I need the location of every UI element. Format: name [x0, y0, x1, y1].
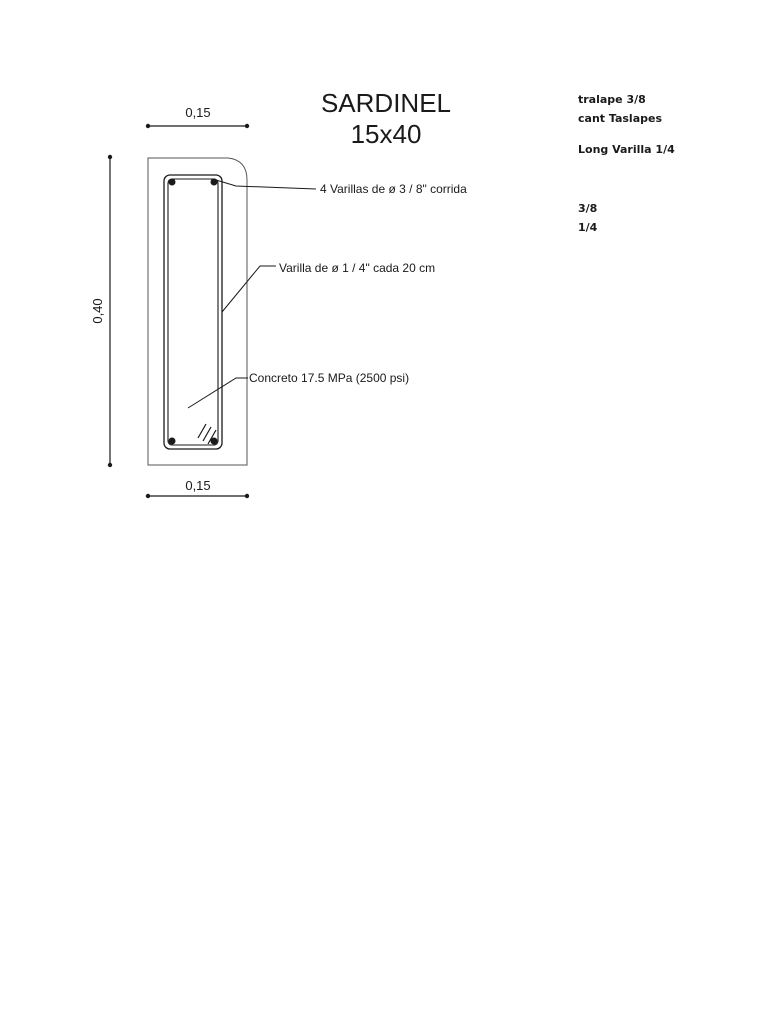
concrete-section-outline: [147, 157, 248, 466]
rebar-top-left: [168, 178, 176, 186]
stirrup-inner: [167, 178, 219, 446]
longitudinal-bars-label: 4 Varillas de ø 3 / 8" corrida: [320, 182, 467, 196]
note-size-3-8: 3/8: [578, 202, 598, 215]
spacer: [578, 128, 675, 140]
leader-concrete: Concreto 17.5 MPa (2500 psi): [187, 371, 409, 409]
rebar-bottom-right: [210, 437, 218, 445]
bottom-width-label: 0,15: [185, 478, 210, 493]
stirrups-label: Varilla de ø 1 / 4" cada 20 cm: [279, 261, 435, 275]
rebar-top-right: [210, 178, 218, 186]
leader-longitudinal-bars: 4 Varillas de ø 3 / 8" corrida: [215, 179, 467, 196]
stirrup-hook: [197, 423, 217, 445]
top-width-dimension: 0,15: [145, 105, 250, 129]
height-dimension: 0,40: [90, 154, 113, 468]
side-notes: tralape 3/8 cant Taslapes Long Varilla 1…: [578, 90, 675, 237]
leader-stirrups: Varilla de ø 1 / 4" cada 20 cm: [221, 261, 435, 313]
bottom-width-dimension: 0,15: [145, 478, 250, 499]
concrete-label: Concreto 17.5 MPa (2500 psi): [249, 371, 409, 385]
note-size-1-4: 1/4: [578, 221, 598, 234]
note-cant-traslapes: cant Taslapes: [578, 112, 662, 125]
note-tralape: tralape 3/8: [578, 93, 646, 106]
rebar-bottom-left: [168, 437, 176, 445]
drawing-title-line-2: 15x40: [351, 119, 422, 149]
top-width-label: 0,15: [185, 105, 210, 120]
stirrup-outer: [163, 174, 223, 450]
drawing-title-line-1: SARDINEL: [321, 88, 451, 118]
spacer: [578, 159, 675, 199]
height-label: 0,40: [90, 298, 105, 323]
note-long-varilla: Long Varilla 1/4: [578, 143, 675, 156]
